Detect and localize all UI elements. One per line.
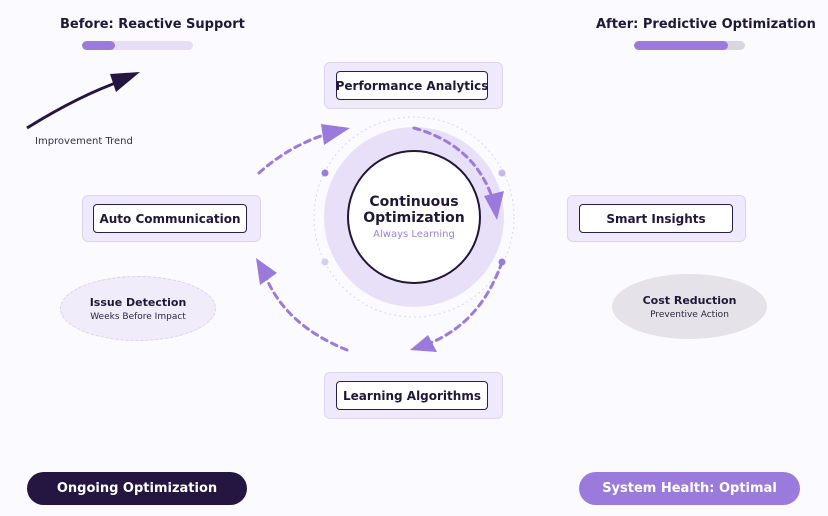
cycle-arrow-bottom-left xyxy=(263,273,349,352)
ongoing-optimization-pill: Ongoing Optimization xyxy=(27,472,247,505)
node-auto-communication-label: Auto Communication xyxy=(93,204,247,233)
arrowhead xyxy=(256,258,277,285)
node-smart-insights: Smart Insights xyxy=(567,195,746,242)
after-progress-bar xyxy=(634,41,745,50)
node-performance-analytics: Performance Analytics xyxy=(324,62,503,109)
trend-arrow xyxy=(26,72,140,130)
center-title-line2: Optimization xyxy=(363,210,465,226)
center-circle: Continuous Optimization Always Learning xyxy=(347,150,481,284)
cost-reduction-title: Cost Reduction xyxy=(642,293,737,307)
arrowhead xyxy=(321,124,350,145)
ring-dot xyxy=(498,169,506,177)
center-title-line1: Continuous xyxy=(369,194,459,210)
issue-detection-subtitle: Weeks Before Impact xyxy=(90,311,186,322)
cycle-arrow-top-right xyxy=(412,126,495,202)
node-smart-insights-label: Smart Insights xyxy=(579,204,733,233)
before-progress-bar xyxy=(82,41,193,50)
cycle-arrow-top-left xyxy=(257,131,332,175)
after-progress-fill xyxy=(634,41,729,50)
trend-label: Improvement Trend xyxy=(35,136,133,147)
node-learning-algorithms: Learning Algorithms xyxy=(324,372,503,419)
before-title: Before: Reactive Support xyxy=(60,17,245,32)
cycle-arrow-bottom-right xyxy=(423,260,504,347)
after-title: After: Predictive Optimization xyxy=(596,17,816,32)
node-auto-communication: Auto Communication xyxy=(82,195,261,242)
arrowhead xyxy=(484,191,504,220)
node-performance-analytics-label: Performance Analytics xyxy=(336,71,488,100)
cost-reduction-subtitle: Preventive Action xyxy=(650,309,729,320)
outer-dotted-ring xyxy=(313,116,515,318)
issue-detection-title: Issue Detection xyxy=(89,295,187,309)
ring-dot xyxy=(321,258,329,266)
node-learning-algorithms-label: Learning Algorithms xyxy=(336,381,488,410)
issue-detection-ellipse: Issue Detection Weeks Before Impact xyxy=(60,276,216,341)
cost-reduction-ellipse: Cost Reduction Preventive Action xyxy=(612,274,767,339)
system-health-pill: System Health: Optimal xyxy=(579,472,800,505)
arrowhead xyxy=(410,335,437,352)
before-progress-fill xyxy=(82,41,116,50)
center-subtitle: Always Learning xyxy=(373,229,455,240)
ring-dot xyxy=(321,169,329,177)
